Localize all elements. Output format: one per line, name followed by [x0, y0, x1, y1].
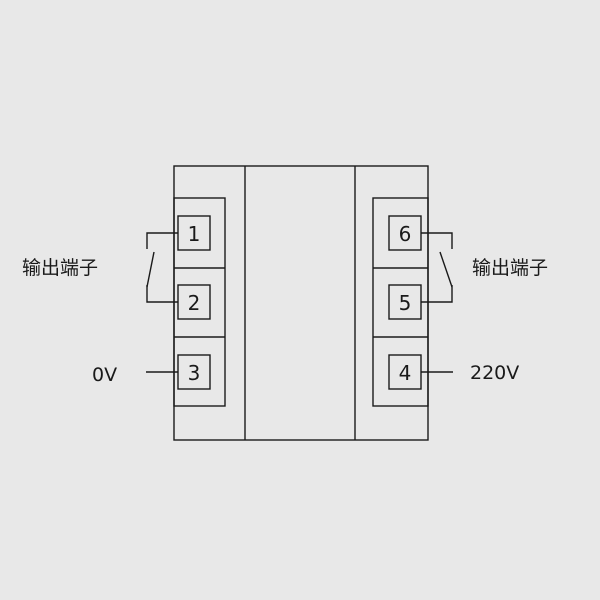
right-terminal-block: 6 5 4	[372, 197, 429, 407]
terminal-3-label: 3	[188, 361, 201, 385]
terminal-5-box	[388, 284, 422, 320]
right-contact-switch	[439, 251, 453, 288]
left-terminal-block: 1 2 3	[173, 197, 226, 407]
left-contact-upper-lead	[146, 232, 178, 249]
terminal-6-label: 6	[399, 222, 412, 246]
terminal-2-label: 2	[188, 291, 201, 315]
right-contact-lower-lead	[421, 285, 453, 303]
terminal-1-label: 1	[188, 222, 201, 246]
left-output-terminal-label: 输出端子	[22, 257, 98, 279]
terminal-4-label: 4	[399, 361, 412, 385]
terminal-4-box	[388, 354, 422, 390]
supply-220v-label: 220V	[470, 362, 519, 384]
terminal-6-box	[388, 215, 422, 251]
right-output-contact	[421, 232, 453, 303]
right-contact-upper-lead	[421, 232, 453, 249]
terminal-3-box	[177, 354, 211, 390]
right-output-terminal-label: 输出端子	[472, 257, 548, 279]
zero-volt-label: 0V	[92, 364, 117, 386]
left-contact-lower-lead	[146, 285, 178, 303]
terminal-2-box	[177, 284, 211, 320]
left-contact-switch	[146, 251, 155, 288]
left-output-contact	[146, 232, 178, 303]
terminal-5-label: 5	[399, 291, 412, 315]
